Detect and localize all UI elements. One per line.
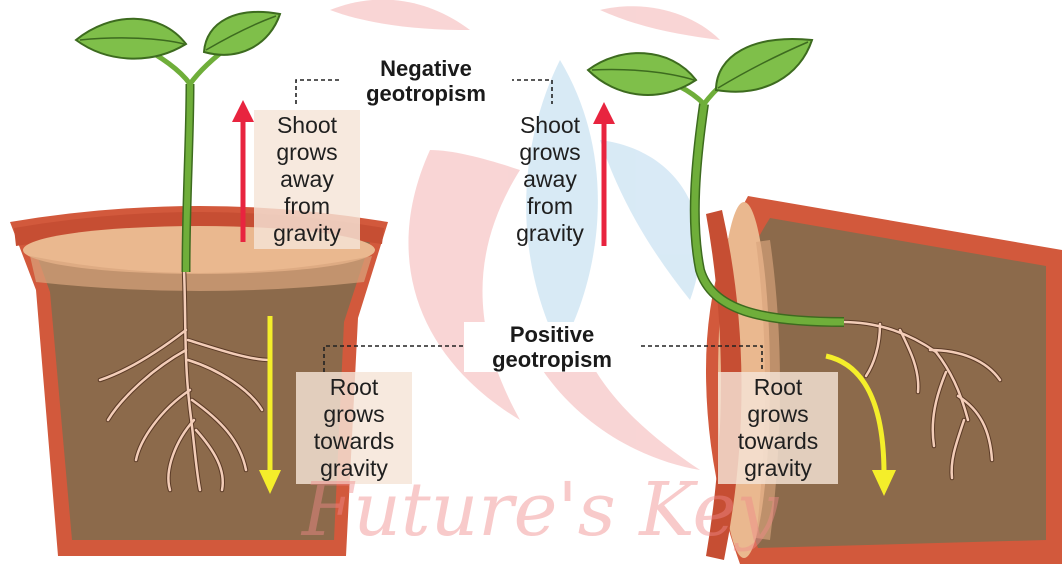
right-leaf-1 [588,53,696,95]
negative-geotropism-heading: Negative geotropism [340,56,512,106]
right-shoot-label: Shoot grows away from gravity [500,112,600,247]
positive-geotropism-heading: Positive geotropism [464,322,640,372]
left-shoot-label: Shoot grows away from gravity [254,110,360,249]
watermark-text: Future's Key [290,470,790,550]
